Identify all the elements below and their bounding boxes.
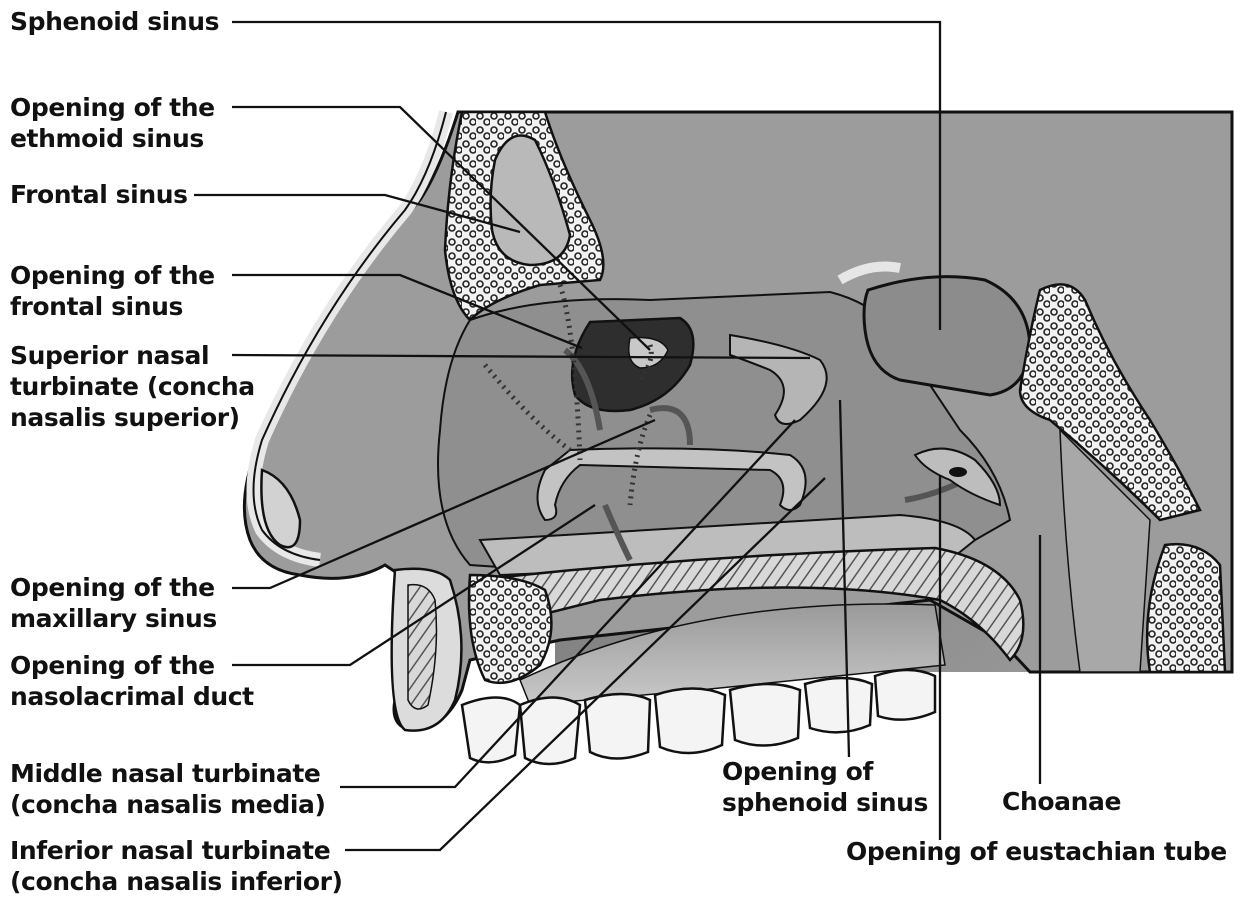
label-line: Frontal sinus [10, 179, 188, 210]
label-line: Opening of the [10, 650, 254, 681]
label-opening-sphenoid-sinus: Opening of sphenoid sinus [722, 756, 928, 818]
eustachian-orifice [949, 467, 967, 477]
label-line: Opening of the [10, 92, 215, 123]
label-line: Opening of the [10, 572, 217, 603]
label-middle-nasal-turbinate: Middle nasal turbinate (concha nasalis m… [10, 758, 326, 820]
label-line: Opening of [722, 756, 928, 787]
label-choanae: Choanae [1002, 786, 1121, 817]
label-superior-nasal-turbinate: Superior nasal turbinate (concha nasalis… [10, 340, 255, 433]
label-line: Inferior nasal turbinate [10, 835, 343, 866]
label-line: nasalis superior) [10, 402, 255, 433]
label-line: Choanae [1002, 786, 1121, 817]
label-sphenoid-sinus: Sphenoid sinus [10, 6, 219, 37]
label-opening-ethmoid-sinus: Opening of the ethmoid sinus [10, 92, 215, 154]
label-inferior-nasal-turbinate: Inferior nasal turbinate (concha nasalis… [10, 835, 343, 897]
label-line: Middle nasal turbinate [10, 758, 326, 789]
label-line: ethmoid sinus [10, 123, 215, 154]
label-line: sphenoid sinus [722, 787, 928, 818]
label-opening-maxillary-sinus: Opening of the maxillary sinus [10, 572, 217, 634]
label-line: frontal sinus [10, 291, 215, 322]
label-frontal-sinus: Frontal sinus [10, 179, 188, 210]
label-line: Sphenoid sinus [10, 6, 219, 37]
label-line: maxillary sinus [10, 603, 217, 634]
label-opening-nasolacrimal-duct: Opening of the nasolacrimal duct [10, 650, 254, 712]
label-line: (concha nasalis inferior) [10, 866, 343, 897]
label-opening-eustachian-tube: Opening of eustachian tube [846, 836, 1227, 867]
label-line: Superior nasal [10, 340, 255, 371]
label-opening-frontal-sinus: Opening of the frontal sinus [10, 260, 215, 322]
maxilla-bone [469, 575, 551, 683]
axis-vertebra [1147, 544, 1225, 672]
label-line: nasolacrimal duct [10, 681, 254, 712]
label-line: Opening of eustachian tube [846, 836, 1227, 867]
label-line: (concha nasalis media) [10, 789, 326, 820]
label-line: turbinate (concha [10, 371, 255, 402]
label-line: Opening of the [10, 260, 215, 291]
